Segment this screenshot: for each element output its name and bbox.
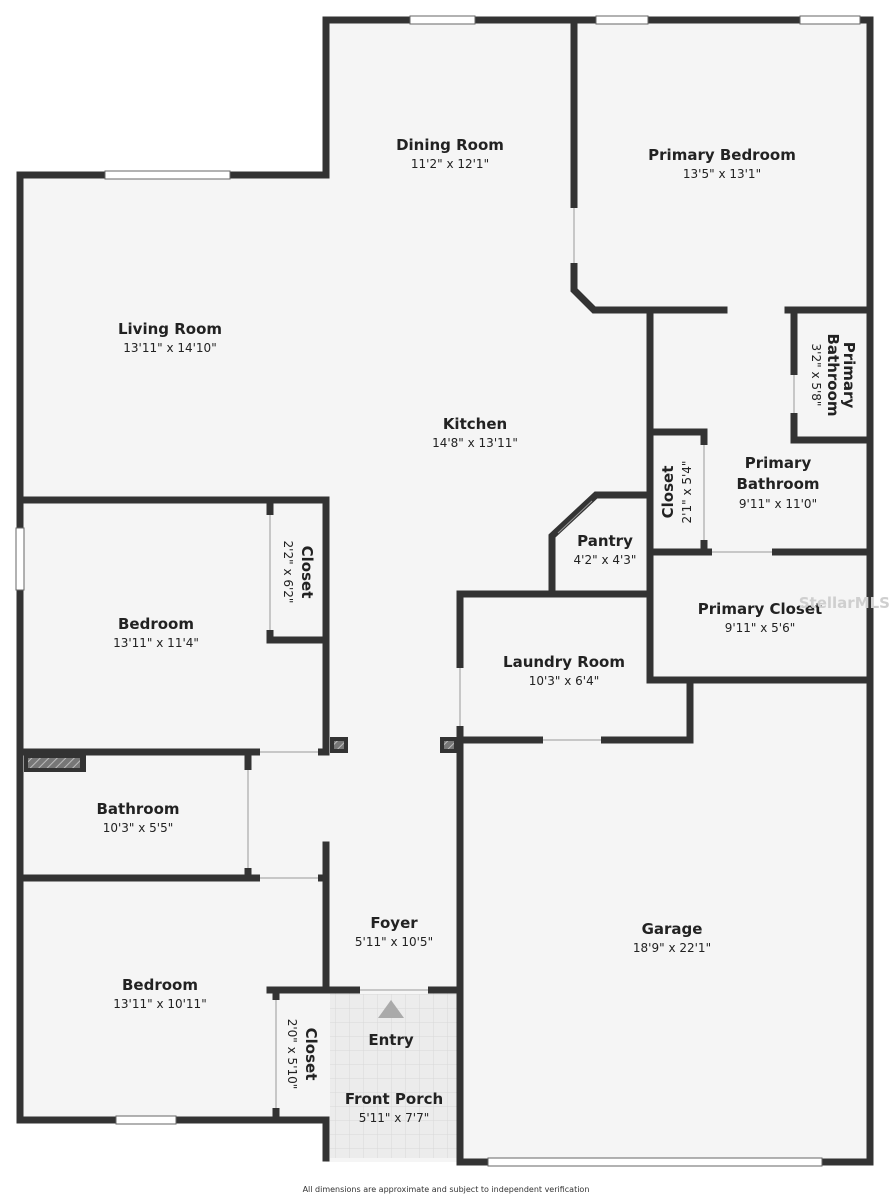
room-name: Closet: [302, 1028, 320, 1081]
room-name: Primary Bedroom: [648, 146, 796, 164]
room-bedroom2: Bedroom 13'11" x 10'11": [113, 976, 206, 1011]
room-dimensions: 4'2" x 4'3": [574, 553, 637, 567]
room-name: Closet: [298, 546, 316, 599]
column-hatch-left: [334, 741, 344, 749]
room-dimensions: 2'2" x 6'2": [281, 541, 295, 604]
room-dining-room: Dining Room 11'2" x 12'1": [396, 136, 504, 171]
room-name: Laundry Room: [503, 653, 625, 671]
room-name: Kitchen: [443, 415, 507, 433]
room-dimensions: 10'3" x 6'4": [529, 674, 600, 688]
room-foyer: Foyer 5'11" x 10'5": [355, 914, 433, 949]
room-primary-closet: Primary Closet 9'11" x 5'6": [698, 600, 822, 635]
opening-lines: [247, 208, 795, 1108]
room-pantry: Pantry 4'2" x 4'3": [574, 532, 637, 567]
room-name: Dining Room: [396, 136, 504, 154]
room-closet-bedroom2: Closet 2'0" x 5'10": [285, 1019, 320, 1090]
room-dimensions: 3'2" x 5'8": [809, 344, 823, 407]
room-primary-bedroom: Primary Bedroom 13'5" x 13'1": [648, 146, 796, 181]
room-bedroom1: Bedroom 13'11" x 11'4": [113, 615, 199, 650]
room-dimensions: 5'11" x 10'5": [355, 935, 433, 949]
room-dimensions: 10'3" x 5'5": [103, 821, 174, 835]
windows: [15, 15, 861, 1167]
room-dimensions: 13'11" x 10'11": [113, 997, 206, 1011]
room-name: Bathroom: [96, 800, 179, 818]
column-hatch-right: [444, 741, 454, 749]
room-dimensions: 18'9" x 22'1": [633, 941, 711, 955]
room-dimensions: 11'2" x 12'1": [411, 157, 489, 171]
room-name-line2: Bathroom: [824, 333, 842, 416]
room-dimensions: 14'8" x 13'11": [432, 436, 518, 450]
room-name: Garage: [642, 920, 703, 938]
room-dimensions: 9'11" x 11'0": [739, 497, 817, 511]
room-name-line2: Bathroom: [736, 475, 819, 493]
room-name-line1: Primary: [840, 342, 858, 409]
watermark: StellarMLS: [799, 594, 890, 612]
disclaimer-text: All dimensions are approximate and subje…: [302, 1185, 590, 1194]
room-name: Primary Closet: [698, 600, 822, 618]
room-name: Foyer: [370, 914, 418, 932]
room-name: Pantry: [577, 532, 633, 550]
room-dimensions: 9'11" x 5'6": [725, 621, 796, 635]
entry-arrow-icon: [378, 1000, 404, 1018]
room-dimensions: 2'1" x 5'4": [680, 461, 694, 524]
room-closet-bedroom1: Closet 2'2" x 6'2": [281, 541, 316, 604]
room-primary-bathroom: Primary Bathroom 9'11" x 11'0": [736, 454, 819, 511]
room-dimensions: 2'0" x 5'10": [285, 1019, 299, 1090]
room-name: Closet: [659, 466, 677, 519]
room-bathroom: Bathroom 10'3" x 5'5": [96, 800, 179, 835]
room-name: Front Porch: [345, 1090, 443, 1108]
room-dimensions: 5'11" x 7'7": [359, 1111, 430, 1125]
room-closet-primary-bath: Closet 2'1" x 5'4": [659, 461, 694, 524]
room-name: Living Room: [118, 320, 222, 338]
room-dimensions: 13'5" x 13'1": [683, 167, 761, 181]
room-primary-bathroom-small: Primary Bathroom 3'2" x 5'8": [809, 333, 858, 416]
hatched-fixture: [28, 758, 80, 768]
room-front-porch: Front Porch 5'11" x 7'7": [345, 1090, 443, 1125]
room-living-room: Living Room 13'11" x 14'10": [118, 320, 222, 355]
room-laundry-room: Laundry Room 10'3" x 6'4": [503, 653, 625, 688]
room-dimensions: 13'11" x 11'4": [113, 636, 199, 650]
room-garage: Garage 18'9" x 22'1": [633, 920, 711, 955]
room-dimensions: 13'11" x 14'10": [123, 341, 216, 355]
room-name: Bedroom: [122, 976, 198, 994]
room-name-line1: Primary: [745, 454, 812, 472]
room-kitchen: Kitchen 14'8" x 13'11": [432, 415, 518, 450]
room-name: Bedroom: [118, 615, 194, 633]
entry-label: Entry: [368, 1031, 413, 1049]
